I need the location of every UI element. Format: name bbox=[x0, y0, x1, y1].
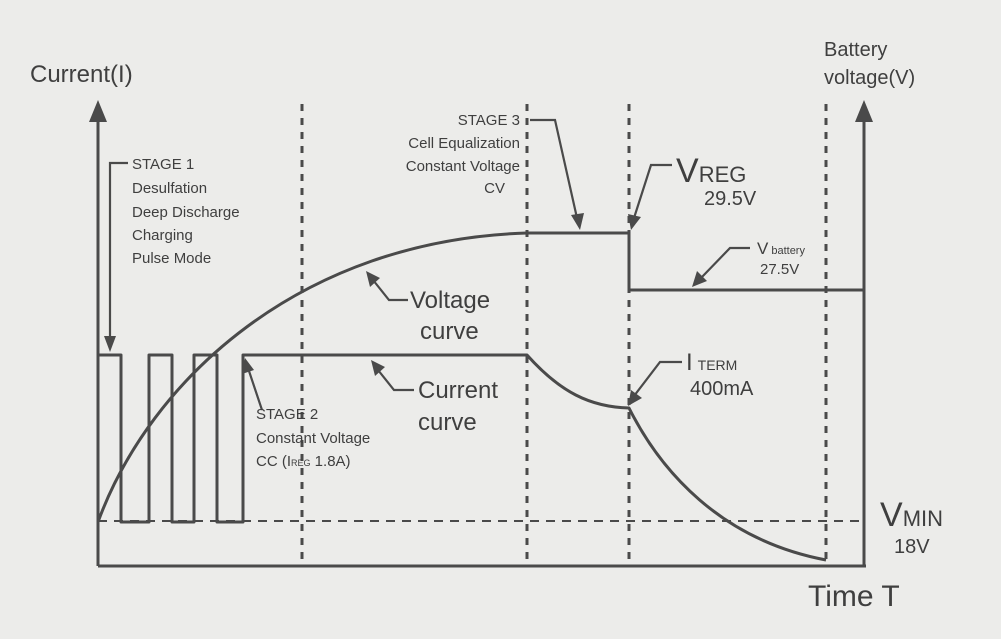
stage2-callout-arrowhead bbox=[242, 358, 254, 374]
current-label-callout-arrowhead bbox=[371, 360, 385, 376]
stage2-line-3-suffix: 1.8A) bbox=[311, 453, 351, 470]
vbattery-callout-arrowhead bbox=[692, 271, 707, 287]
vbattery-main: V bbox=[757, 239, 769, 258]
y-right-axis-label-line2: voltage(V) bbox=[824, 67, 915, 89]
voltage-label-callout-arrowhead bbox=[366, 271, 380, 287]
vreg-callout-arrowhead bbox=[628, 214, 641, 230]
vmin-sub: MIN bbox=[903, 506, 943, 531]
iterm-sub: TERM bbox=[698, 357, 738, 373]
iterm-label: I TERM bbox=[686, 349, 737, 376]
current-curve bbox=[96, 353, 827, 562]
stage3-line-2: Cell Equalization bbox=[408, 135, 520, 152]
vbattery-value: 27.5V bbox=[760, 261, 799, 278]
stage2-line-3-sub: REG bbox=[291, 458, 311, 468]
stage3-callout-line bbox=[530, 118, 579, 219]
iterm-value: 400mA bbox=[690, 378, 754, 400]
stage3-line-1: STAGE 3 bbox=[458, 112, 520, 129]
stage3-line-4: CV bbox=[484, 180, 505, 197]
vreg-value: 29.5V bbox=[704, 188, 757, 210]
vbattery-callout-line bbox=[700, 246, 750, 279]
iterm-callout-arrowhead bbox=[628, 390, 642, 406]
stage1-callout-line bbox=[108, 161, 128, 338]
stage2-line-2: Constant Voltage bbox=[256, 430, 370, 447]
voltage-label-callout-line bbox=[372, 279, 408, 302]
current-label-callout-line bbox=[377, 369, 414, 392]
iterm-main: I bbox=[686, 349, 693, 376]
vreg-sub: REG bbox=[699, 162, 747, 187]
y-left-axis-label: Current(I) bbox=[30, 61, 133, 88]
stage2-line-1: STAGE 2 bbox=[256, 406, 318, 423]
vreg-callout-line bbox=[632, 163, 672, 219]
vmin-value: 18V bbox=[894, 536, 930, 558]
stage1-line-3: Deep Discharge bbox=[132, 204, 240, 221]
vreg-label: VREG bbox=[676, 152, 746, 190]
y-right-axis-label-line1: Battery bbox=[824, 39, 887, 61]
stage1-line-2: Desulfation bbox=[132, 180, 207, 197]
voltage-curve-label-line2: curve bbox=[420, 318, 479, 345]
vbattery-sub: battery bbox=[771, 245, 805, 257]
left-y-axis-arrowhead bbox=[89, 100, 107, 122]
current-curve-label-line1: Current bbox=[418, 377, 498, 404]
stage1-callout-arrowhead bbox=[104, 336, 116, 352]
stage2-line-3: CC (IREG 1.8A) bbox=[256, 453, 351, 470]
stage2-callout-line bbox=[246, 367, 264, 411]
vmin-main: V bbox=[880, 496, 903, 534]
iterm-callout-line bbox=[633, 360, 682, 397]
voltage-curve bbox=[96, 231, 864, 523]
right-y-axis-arrowhead bbox=[855, 100, 873, 122]
stage3-callout-arrowhead bbox=[571, 213, 584, 230]
vmin-label: VMIN bbox=[880, 496, 943, 534]
current-curve-label-line2: curve bbox=[418, 409, 477, 436]
vreg-main: V bbox=[676, 152, 699, 190]
voltage-curve-label-line1: Voltage bbox=[410, 287, 490, 314]
stage3-line-3: Constant Voltage bbox=[406, 158, 520, 175]
x-axis-label: Time T bbox=[808, 580, 900, 613]
stage1-line-1: STAGE 1 bbox=[132, 156, 194, 173]
stage2-line-3-prefix: CC (I bbox=[256, 453, 291, 470]
stage1-line-4: Charging bbox=[132, 227, 193, 244]
stage1-line-5: Pulse Mode bbox=[132, 250, 211, 267]
